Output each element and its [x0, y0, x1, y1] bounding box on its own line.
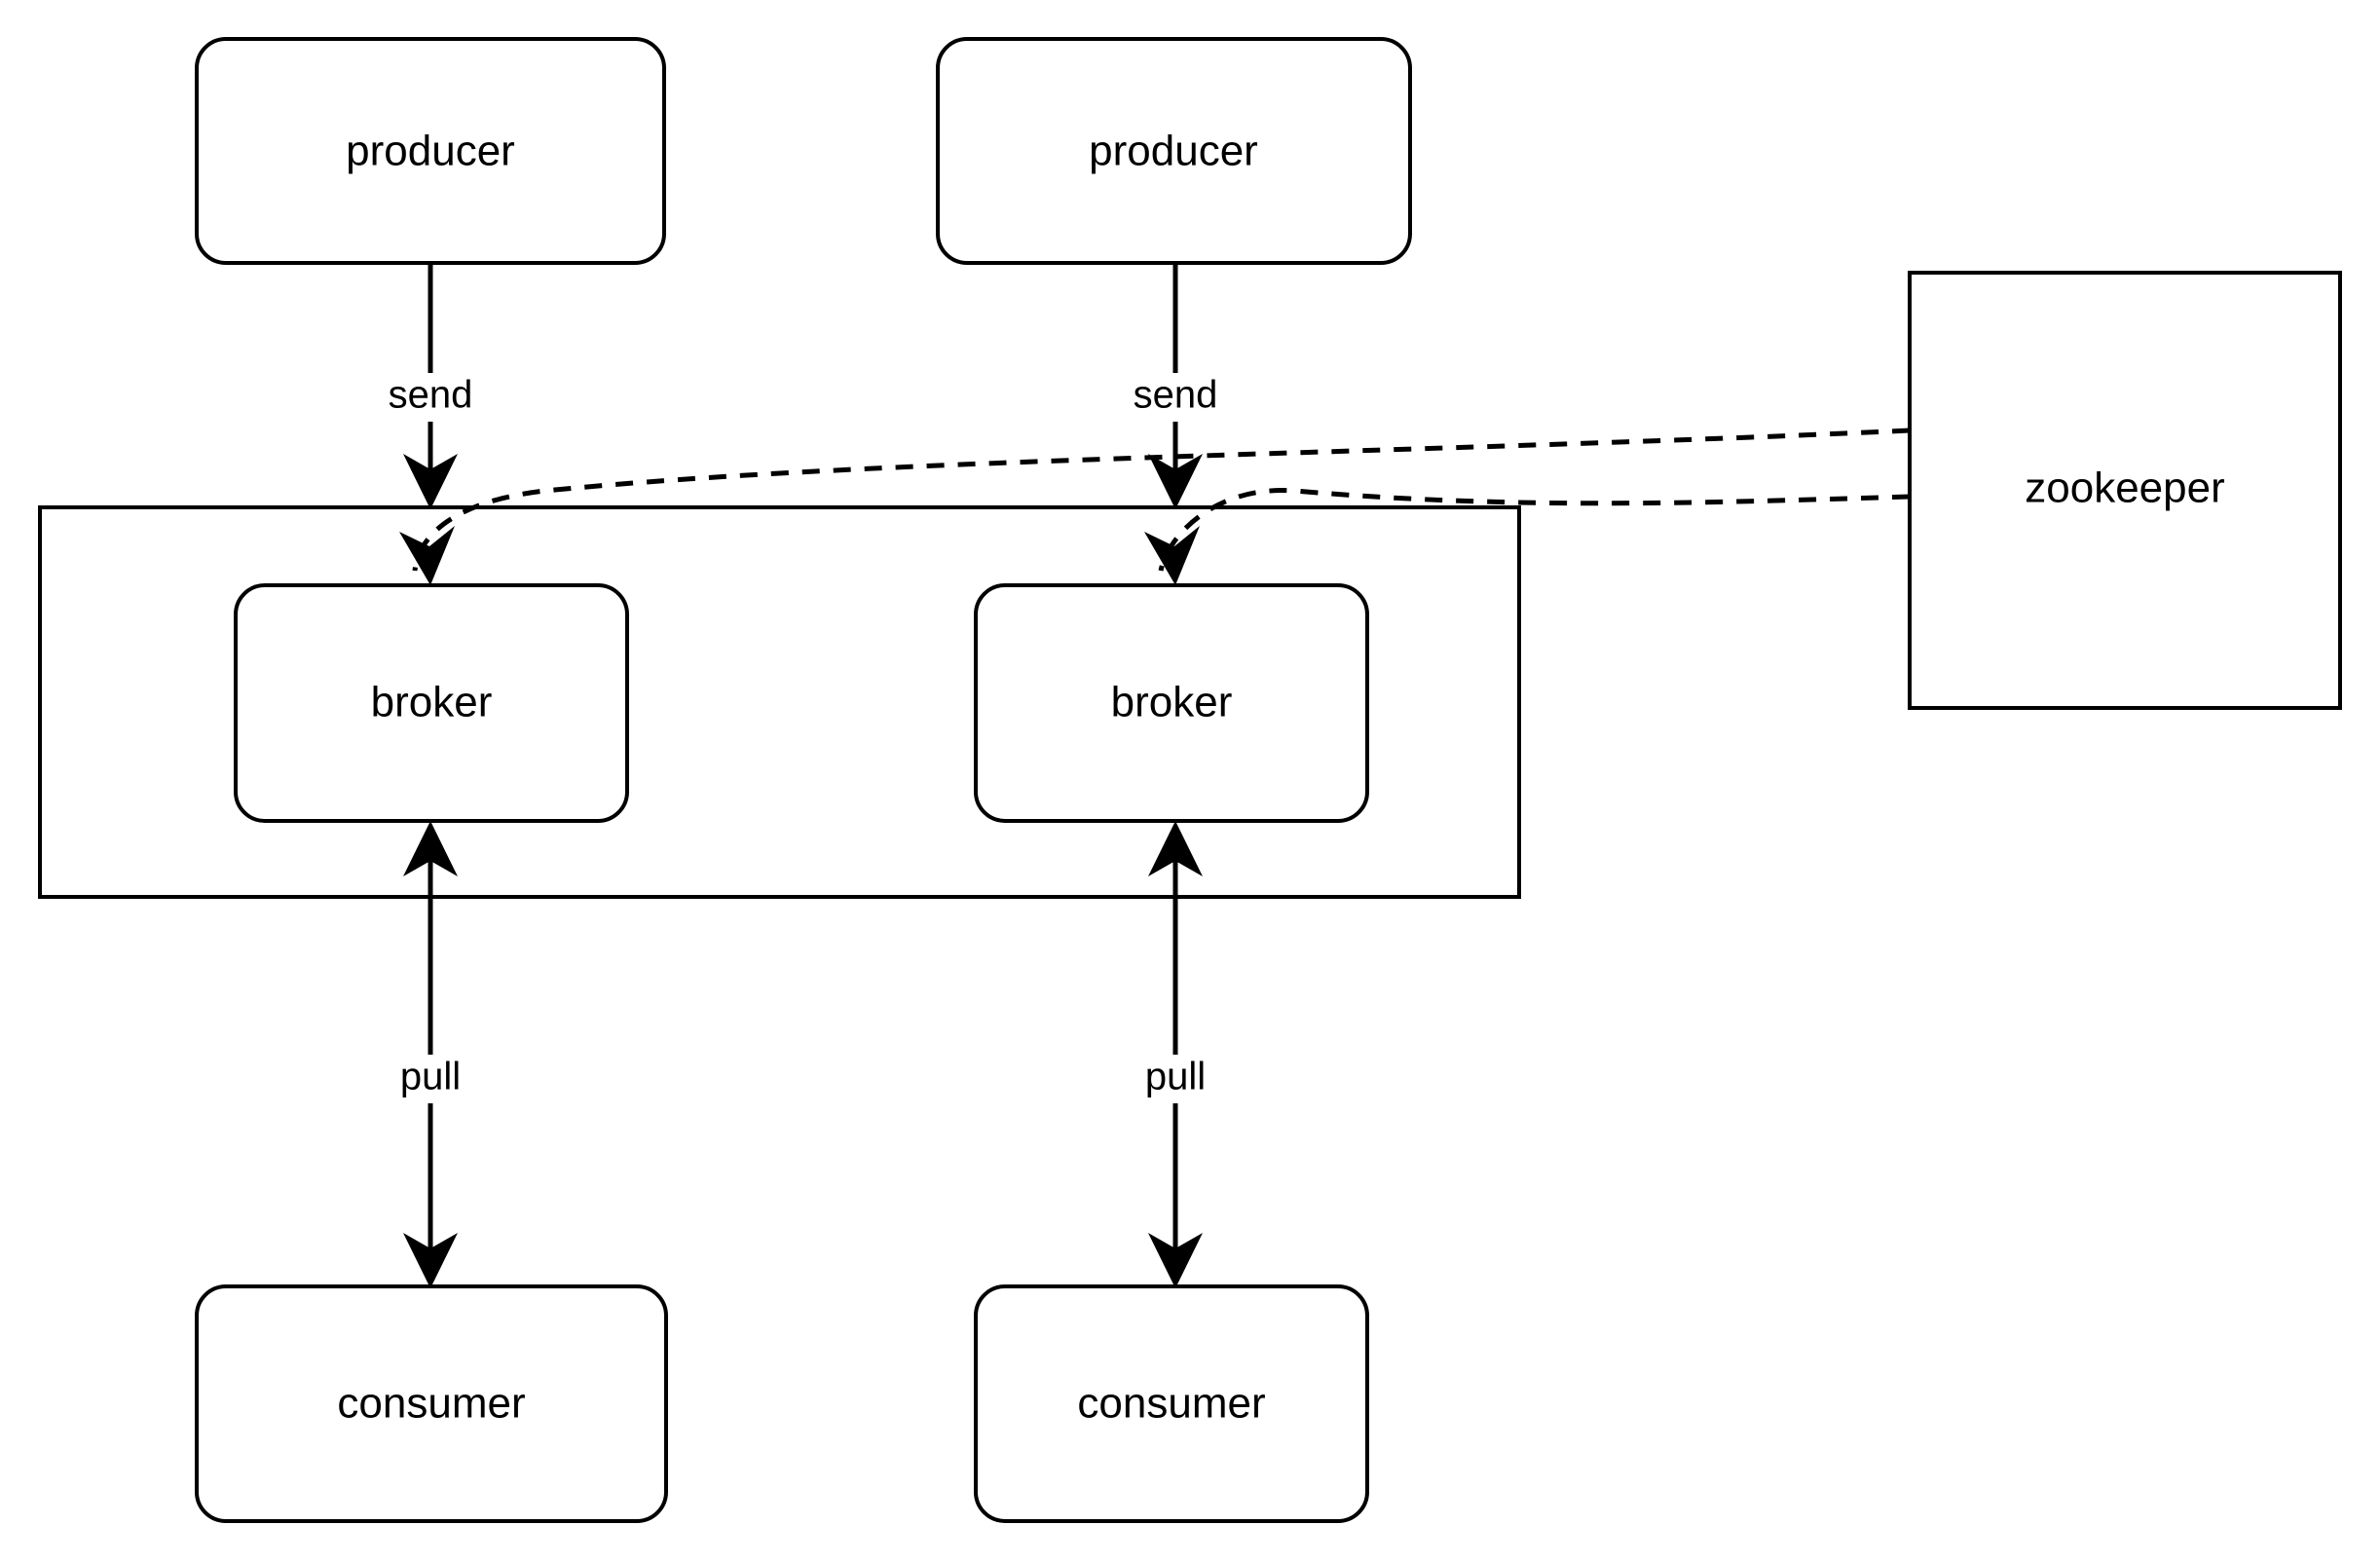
edge-send-2-label: send: [1134, 374, 1218, 417]
edge-pull-1-arrowhead-up: [403, 821, 458, 876]
edge-send-2-label-group: send: [1125, 373, 1226, 422]
node-producer-2[interactable]: producer: [936, 37, 1412, 265]
node-producer-2-shape: [936, 37, 1412, 265]
node-consumer-1-shape: [195, 1284, 668, 1523]
edge-send-2-arrowhead: [1148, 454, 1203, 509]
node-broker-2-label: broker: [1111, 679, 1233, 726]
node-broker-1-shape: [234, 583, 629, 823]
node-consumer-2-shape: [974, 1284, 1369, 1523]
edge-zookeeper-broker-2-arrowhead: [1144, 526, 1200, 585]
node-producer-1-label: producer: [346, 128, 515, 175]
edge-send-1-arrowhead: [403, 454, 458, 509]
node-broker-1[interactable]: broker: [234, 583, 629, 823]
node-broker-1-label: broker: [371, 679, 493, 726]
edge-send-1-label: send: [389, 374, 473, 417]
edge-pull-2-label-group: pull: [1133, 1055, 1218, 1103]
broker-cluster-box[interactable]: [38, 505, 1521, 899]
node-zookeeper-shape: [1908, 271, 2342, 710]
node-producer-1[interactable]: producer: [195, 37, 666, 265]
edge-send-1-label-group: send: [380, 373, 481, 422]
edge-zookeeper-broker-2-line: [1158, 488, 1911, 572]
node-zookeeper-label: zookeeper: [2025, 465, 2224, 512]
edge-send-1-label-bg: [380, 373, 481, 422]
edge-pull-2-label: pull: [1145, 1056, 1206, 1098]
node-consumer-2[interactable]: consumer: [974, 1284, 1369, 1523]
edge-pull-1-label-bg: [388, 1055, 473, 1103]
edge-zookeeper-broker-1[interactable]: [399, 428, 1911, 585]
node-broker-2-shape: [974, 583, 1369, 823]
edge-zookeeper-broker-1-line: [412, 428, 1911, 572]
edge-send-2-label-bg: [1125, 373, 1226, 422]
edge-pull-1-label-group: pull: [388, 1055, 473, 1103]
node-producer-1-shape: [195, 37, 666, 265]
node-broker-2[interactable]: broker: [974, 583, 1369, 823]
node-zookeeper[interactable]: zookeeper: [1908, 271, 2342, 710]
node-consumer-2-label: consumer: [1077, 1380, 1265, 1428]
edge-zookeeper-broker-1-arrowhead: [399, 526, 455, 585]
node-consumer-1[interactable]: consumer: [195, 1284, 668, 1523]
node-consumer-1-label: consumer: [337, 1380, 525, 1428]
edge-pull-1-label: pull: [400, 1056, 461, 1098]
edge-pull-2-arrowhead-up: [1148, 821, 1203, 876]
edge-pull-2-arrowhead-down: [1148, 1233, 1203, 1288]
node-producer-2-label: producer: [1089, 128, 1258, 175]
edge-pull-2-label-bg: [1133, 1055, 1218, 1103]
edge-pull-1-arrowhead-down: [403, 1233, 458, 1288]
edge-zookeeper-broker-2[interactable]: [1144, 488, 1911, 585]
